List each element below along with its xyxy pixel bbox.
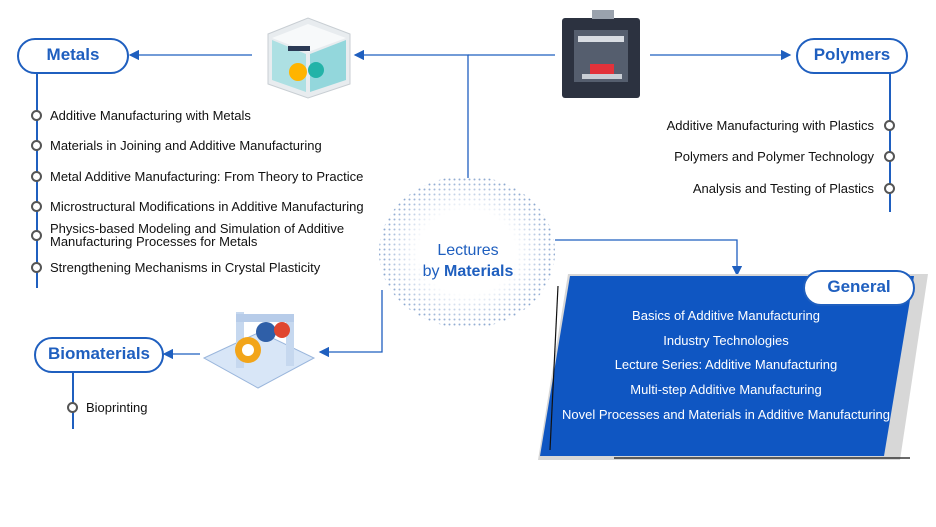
polymers-bullet-1 xyxy=(884,120,895,131)
general-item-4: Multi-step Additive Manufacturing xyxy=(630,382,822,397)
connector-biomaterials xyxy=(318,290,383,358)
metals-bullet-2 xyxy=(31,140,42,151)
biomaterials-bullet-1 xyxy=(67,402,78,413)
polymers-item-3: Analysis and Testing of Plastics xyxy=(692,181,874,196)
center-prefix: by xyxy=(422,263,444,280)
printer-cube-icon xyxy=(267,17,351,99)
metals-item-1: Additive Manufacturing with Metals xyxy=(50,108,251,123)
bioprinter-icon xyxy=(202,312,316,389)
general-item-1: Basics of Additive Manufacturing xyxy=(632,308,820,323)
connector-general xyxy=(555,239,743,277)
metals-bullet-3 xyxy=(31,171,42,182)
center-line1: Lectures xyxy=(437,242,499,259)
metals-item-6: Strengthening Mechanisms in Crystal Plas… xyxy=(50,260,321,275)
biomaterials-item-1: Bioprinting xyxy=(86,400,148,415)
metals-bullet-5 xyxy=(31,230,42,241)
printer-box-icon xyxy=(562,10,640,98)
center-bold: Materials xyxy=(443,263,514,280)
general-item-2: Industry Technologies xyxy=(663,333,789,348)
polymers-title-pill: Polymers xyxy=(796,38,908,74)
general-item-3: Lecture Series: Additive Manufacturing xyxy=(614,357,838,372)
biomaterials-title-pill: Biomaterials xyxy=(34,337,164,373)
metals-bullet-6 xyxy=(31,262,42,273)
globe-graphic xyxy=(379,176,555,328)
polymers-bullet-2 xyxy=(884,151,895,162)
metals-title-pill: Metals xyxy=(17,38,129,74)
metals-item-2: Materials in Joining and Additive Manufa… xyxy=(50,138,322,153)
metals-bullet-4 xyxy=(31,201,42,212)
biomaterials-list-line xyxy=(72,371,74,429)
center-label: Lectures by Materials xyxy=(400,240,536,282)
metals-item-5: Physics-based Modeling and Simulation of… xyxy=(50,221,345,249)
metals-item-4: Microstructural Modifications in Additiv… xyxy=(50,199,364,214)
general-item-5: Novel Processes and Materials in Additiv… xyxy=(561,407,891,422)
connector-metals xyxy=(353,49,469,178)
metals-item-3: Metal Additive Manufacturing: From Theor… xyxy=(50,169,364,184)
general-title-pill: General xyxy=(803,270,915,306)
general-list: Basics of Additive Manufacturing Industr… xyxy=(548,306,904,436)
polymers-list-line xyxy=(889,72,891,212)
polymers-item-1: Additive Manufacturing with Plastics xyxy=(666,118,874,133)
polymers-bullet-3 xyxy=(884,183,895,194)
metals-bullet-1 xyxy=(31,110,42,121)
polymers-item-2: Polymers and Polymer Technology xyxy=(674,149,874,164)
general-panel xyxy=(538,274,928,460)
